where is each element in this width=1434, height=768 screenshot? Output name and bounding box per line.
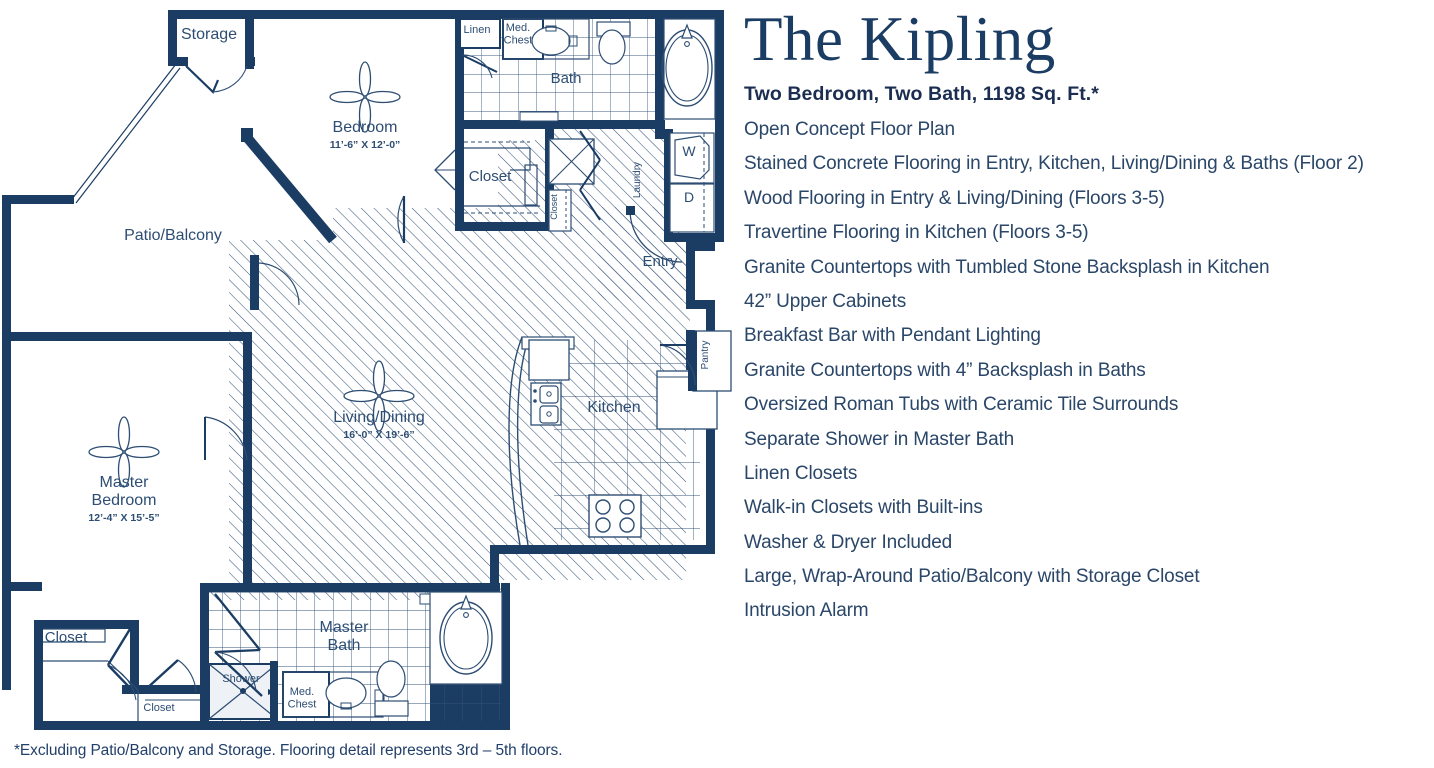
feature-item: Breakfast Bar with Pendant Lighting	[744, 325, 1041, 347]
footnote: *Excluding Patio/Balcony and Storage. Fl…	[14, 742, 563, 759]
ceiling-fan-living-dining	[343, 360, 415, 432]
room-label-bedroom: Bedroom	[333, 119, 398, 136]
feature-item: Walk-in Closets with Built-ins	[744, 497, 983, 519]
feature-item: Intrusion Alarm	[744, 600, 869, 622]
room-dimensions-living-dining: 16’-0” X 19’-6”	[343, 429, 414, 441]
bedroom-door	[397, 195, 406, 244]
room-dimensions-master-bedroom: 12’-4” X 15’-5”	[88, 512, 159, 524]
room-label-linen: Linen	[464, 24, 491, 36]
feature-item: Oversized Roman Tubs with Ceramic Tile S…	[744, 394, 1179, 416]
room-storage	[168, 19, 255, 94]
feature-item: 42” Upper Cabinets	[744, 290, 907, 312]
room-dimensions-bedroom: 11’-6” X 12’-0”	[330, 139, 401, 151]
room-label-dryer: D	[684, 189, 694, 205]
room-label-kitchen: Kitchen	[587, 399, 640, 416]
room-label-med-chest-bath: Med.Chest	[504, 22, 533, 46]
room-label-shower: Shower	[222, 673, 260, 685]
room-label-washer: W	[682, 143, 696, 159]
room-bath	[455, 18, 665, 139]
master-bedroom-door	[204, 416, 248, 461]
feature-item: Large, Wrap-Around Patio/Balcony with St…	[744, 566, 1200, 588]
patio-railing	[22, 63, 181, 341]
room-label-med-chest-mb: Med.Chest	[288, 686, 317, 710]
page-title: The Kipling	[744, 4, 1056, 74]
feature-item: Washer & Dryer Included	[744, 531, 953, 553]
room-label-closet-lower2: Closet	[143, 702, 174, 714]
roman-tub-master	[429, 591, 503, 685]
laundry-closet	[664, 129, 716, 242]
feature-item: Linen Closets	[744, 462, 858, 484]
feature-item: Granite Countertops with 4” Backsplash i…	[744, 359, 1146, 381]
room-label-living-dining: Living/Dining	[333, 409, 425, 426]
room-label-pantry: Pantry	[700, 341, 711, 370]
closet-small-laundry	[548, 138, 595, 232]
room-label-entry: Entry	[642, 253, 678, 270]
unit-subtitle: Two Bedroom, Two Bath, 1198 Sq. Ft.*	[744, 83, 1099, 105]
info-panel: The Kipling Two Bedroom, Two Bath, 1198 …	[744, 8, 1434, 648]
hall-doors	[579, 130, 601, 221]
feature-item: Stained Concrete Flooring in Entry, Kitc…	[744, 153, 1364, 175]
room-label-bath: Bath	[551, 70, 582, 87]
feature-item: Open Concept Floor Plan	[744, 119, 955, 140]
ceiling-fan-master-bedroom	[88, 416, 160, 488]
room-label-patio-balcony: Patio/Balcony	[124, 227, 222, 244]
room-label-laundry: Laundry	[632, 162, 643, 198]
entry-door	[626, 206, 683, 263]
feature-item: Wood Flooring in Entry & Living/Dining (…	[744, 187, 1165, 209]
lower-closets	[43, 628, 200, 721]
room-kitchen	[508, 330, 732, 546]
room-label-closet-small: Closet	[549, 194, 559, 220]
patio-door	[250, 255, 300, 310]
room-label-closet-lower: Closet	[45, 629, 88, 646]
room-label-closet-bedroom: Closet	[469, 168, 512, 185]
room-label-storage: Storage	[181, 26, 237, 43]
feature-item: Travertine Flooring in Kitchen (Floors 3…	[744, 222, 1089, 244]
roman-tub-bath	[661, 18, 716, 120]
feature-item: Granite Countertops with Tumbled Stone B…	[744, 256, 1270, 278]
feature-item: Separate Shower in Master Bath	[744, 428, 1015, 450]
ceiling-fan-bedroom	[329, 61, 401, 133]
bedroom-diagonal-wall	[241, 128, 337, 244]
